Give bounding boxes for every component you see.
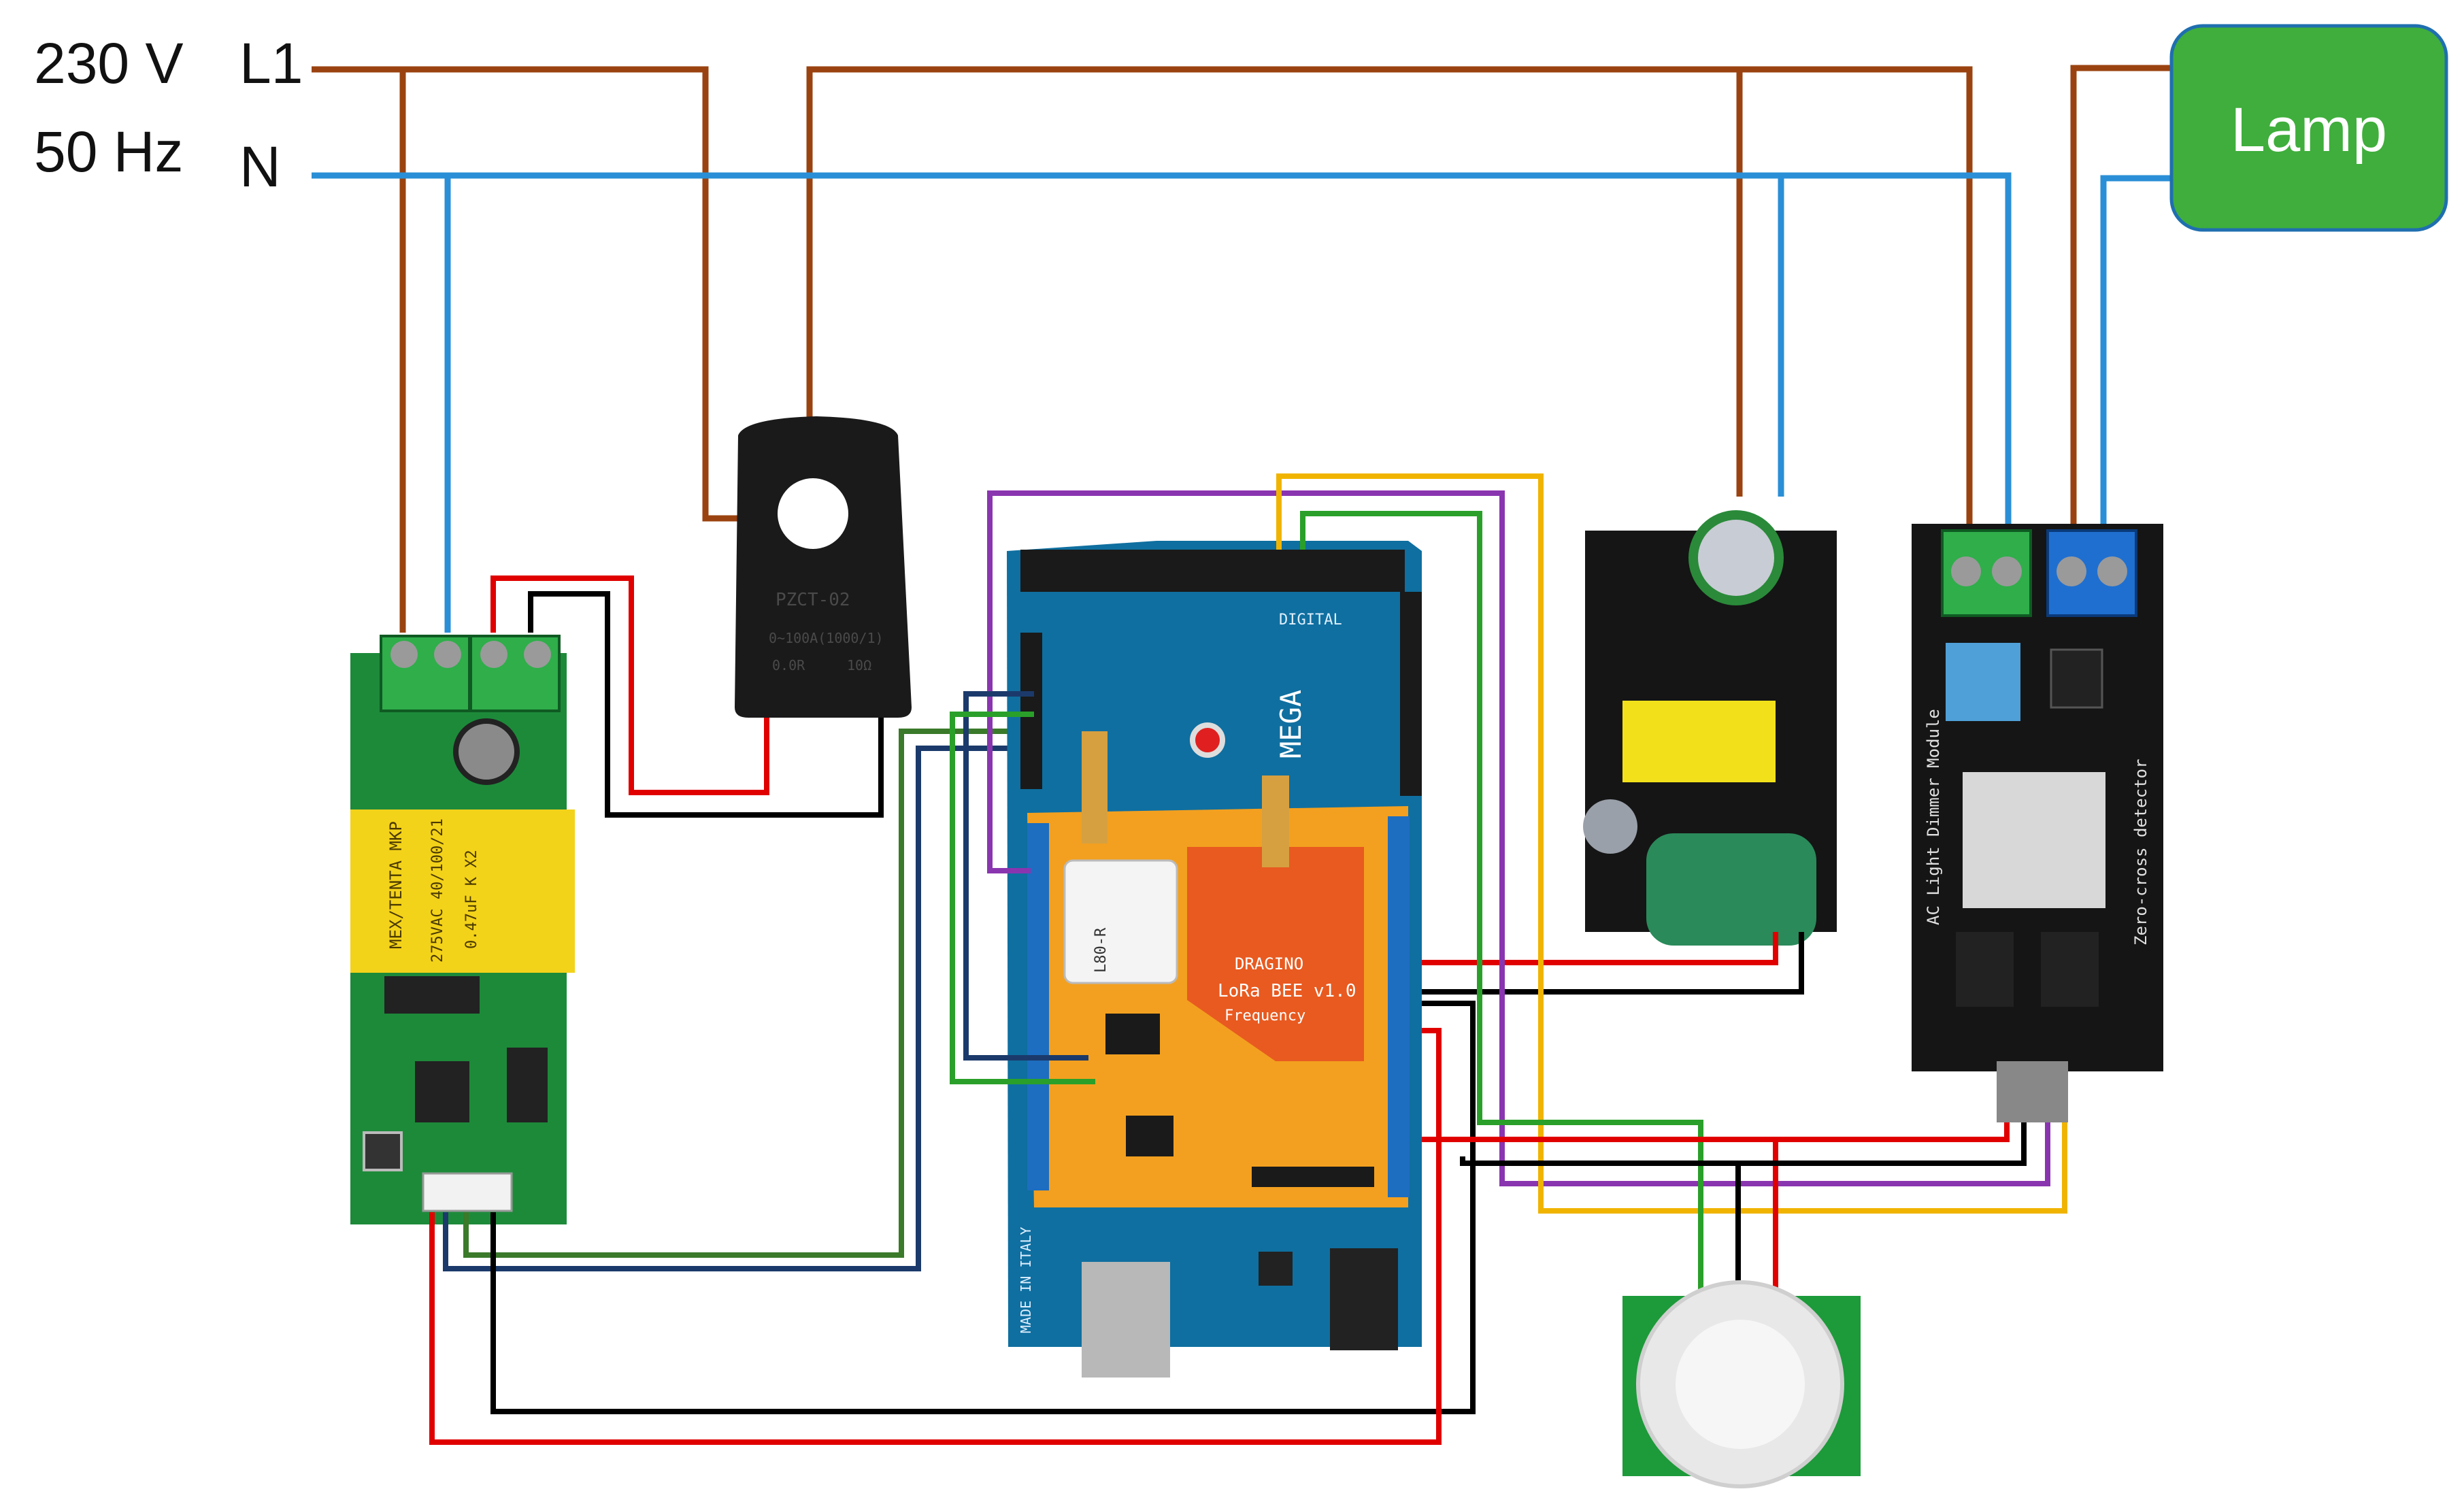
dimmer-bridge [2050,648,2103,709]
shield-right-header [1388,816,1410,1197]
psu-green-cap [1646,833,1816,946]
ct-label-1: PZCT-02 [776,590,850,610]
psu-transformer [1622,701,1776,782]
ct-clamp-body [735,416,912,718]
lora-frequency-label: Frequency [1225,1007,1305,1024]
mega-power-jack [1330,1248,1398,1350]
energy-meter-x2-cap [350,810,575,973]
x2-cap-text-3: 0.47uF K X2 [463,850,480,949]
mega-right-header [1400,592,1422,796]
lamp-line-wire [2070,65,2171,537]
neutral-wire-bus [312,172,2012,537]
energy-meter-button [363,1131,403,1171]
gps-antenna-connector [1082,731,1108,844]
terminal-screw-1 [390,641,418,668]
yellow-wire [1276,473,2067,1214]
purple-wire [987,490,2050,1186]
mega-made-in-label: MADE IN ITALY [1018,1226,1034,1333]
mega-label: MEGA [1274,690,1308,758]
neutral-label: N [239,135,281,199]
lora-brand-label: DRAGINO [1235,954,1303,973]
meter-red-wire [429,1028,1442,1445]
supply-labels: 230 V 50 Hz L1 N [34,31,303,199]
supply-frequency-label: 50 Hz [34,120,183,184]
mega-regulator [1259,1252,1293,1286]
psu-small-cap [1583,799,1637,854]
meter-navy-wire [443,746,1034,1271]
black-gnd-wire [1460,1122,2027,1166]
dimmer-pin-header [1997,1061,2068,1122]
shield-navy-wire [963,691,1088,1061]
mega-reset-button [1190,722,1225,758]
meter-black-wire [490,1001,1476,1414]
dimmer-screw-4 [2097,556,2127,586]
gps-module [1063,859,1178,984]
power-supply-module [1583,510,1837,946]
energy-meter-module: MEX/TENTA MKP 275VAC 40/100/21 0.47uF K … [350,635,575,1224]
shield-jumpers-1 [1105,1014,1160,1054]
shield-bottom-header [1252,1167,1374,1187]
current-sensor: PZCT-02 0~100A(1000/1) 0.0R 10Ω [735,416,912,718]
shield-jumpers-2 [1126,1116,1173,1156]
lamp-label: Lamp [2231,95,2387,165]
mega-top-header [1020,550,1405,592]
dimmer-heatsink [1963,772,2105,908]
shield-left-header [1027,823,1049,1190]
ac-dimmer-module: AC Light Dimmer Module Zero-cross detect… [1912,524,2163,1122]
ct-black-wire [528,591,884,818]
psu-cap-top [1698,520,1774,596]
green-wire [1300,511,1703,1292]
mega-digital-label: DIGITAL [1279,612,1342,629]
energy-meter-capacitor [453,718,520,785]
lora-module [1187,847,1364,1061]
dimmer-screw-2 [1992,556,2022,586]
lamp-neutral-wire [2100,175,2171,537]
signal-wires-meter [429,575,1476,1445]
red-power-wire [1422,1122,2010,1142]
dimmer-resistors [1946,643,2020,721]
pir-dome-inner [1676,1320,1805,1449]
lamp-box [2169,24,2448,232]
line-label: L1 [239,31,303,95]
energy-meter-ic-3 [507,1048,548,1122]
dimmer-optocoupler-2 [2041,932,2099,1007]
dimmer-screw-1 [1951,556,1981,586]
mega-left-header [1020,633,1042,789]
signal-wires-main [950,473,2067,1292]
lora-antenna-connector [1262,775,1289,867]
energy-meter-ic-1 [384,976,480,1014]
lora-name-label: LoRa BEE v1.0 [1218,981,1356,1001]
x2-cap-text-2: 275VAC 40/100/21 [429,818,446,963]
psu-black-wire [1422,932,1804,995]
dimmer-subtitle: Zero-cross detector [2131,758,2150,946]
ct-clamp-hole [778,478,848,549]
terminal-screw-4 [524,641,551,668]
ct-label-3: 0.0R [772,657,805,673]
ct-label-4: 10Ω [847,657,871,673]
shield-green-wire [950,712,1095,1084]
line-wire-bus [312,66,1973,537]
meter-green-wire [463,729,1034,1258]
dimmer-optocoupler-1 [1956,932,2014,1007]
lamp: Lamp [2169,24,2448,232]
energy-meter-jst-connector [422,1172,513,1212]
x2-cap-text-1: MEX/TENTA MKP [386,821,405,949]
terminal-screw-3 [480,641,507,668]
mega-usb-port [1082,1262,1170,1378]
lora-gps-shield: L80-R DRAGINO LoRa BEE v1.0 Frequency [1027,731,1410,1207]
gps-module-label: L80-R [1093,927,1110,973]
energy-meter-ic-2 [415,1061,469,1122]
dimmer-title: AC Light Dimmer Module [1924,709,1943,925]
ct-red-wire [490,575,769,795]
supply-voltage-label: 230 V [34,31,184,95]
ct-label-2: 0~100A(1000/1) [769,630,884,646]
terminal-screw-2 [434,641,461,668]
dimmer-screw-3 [2057,556,2086,586]
pir-sensor [1622,1280,1861,1488]
